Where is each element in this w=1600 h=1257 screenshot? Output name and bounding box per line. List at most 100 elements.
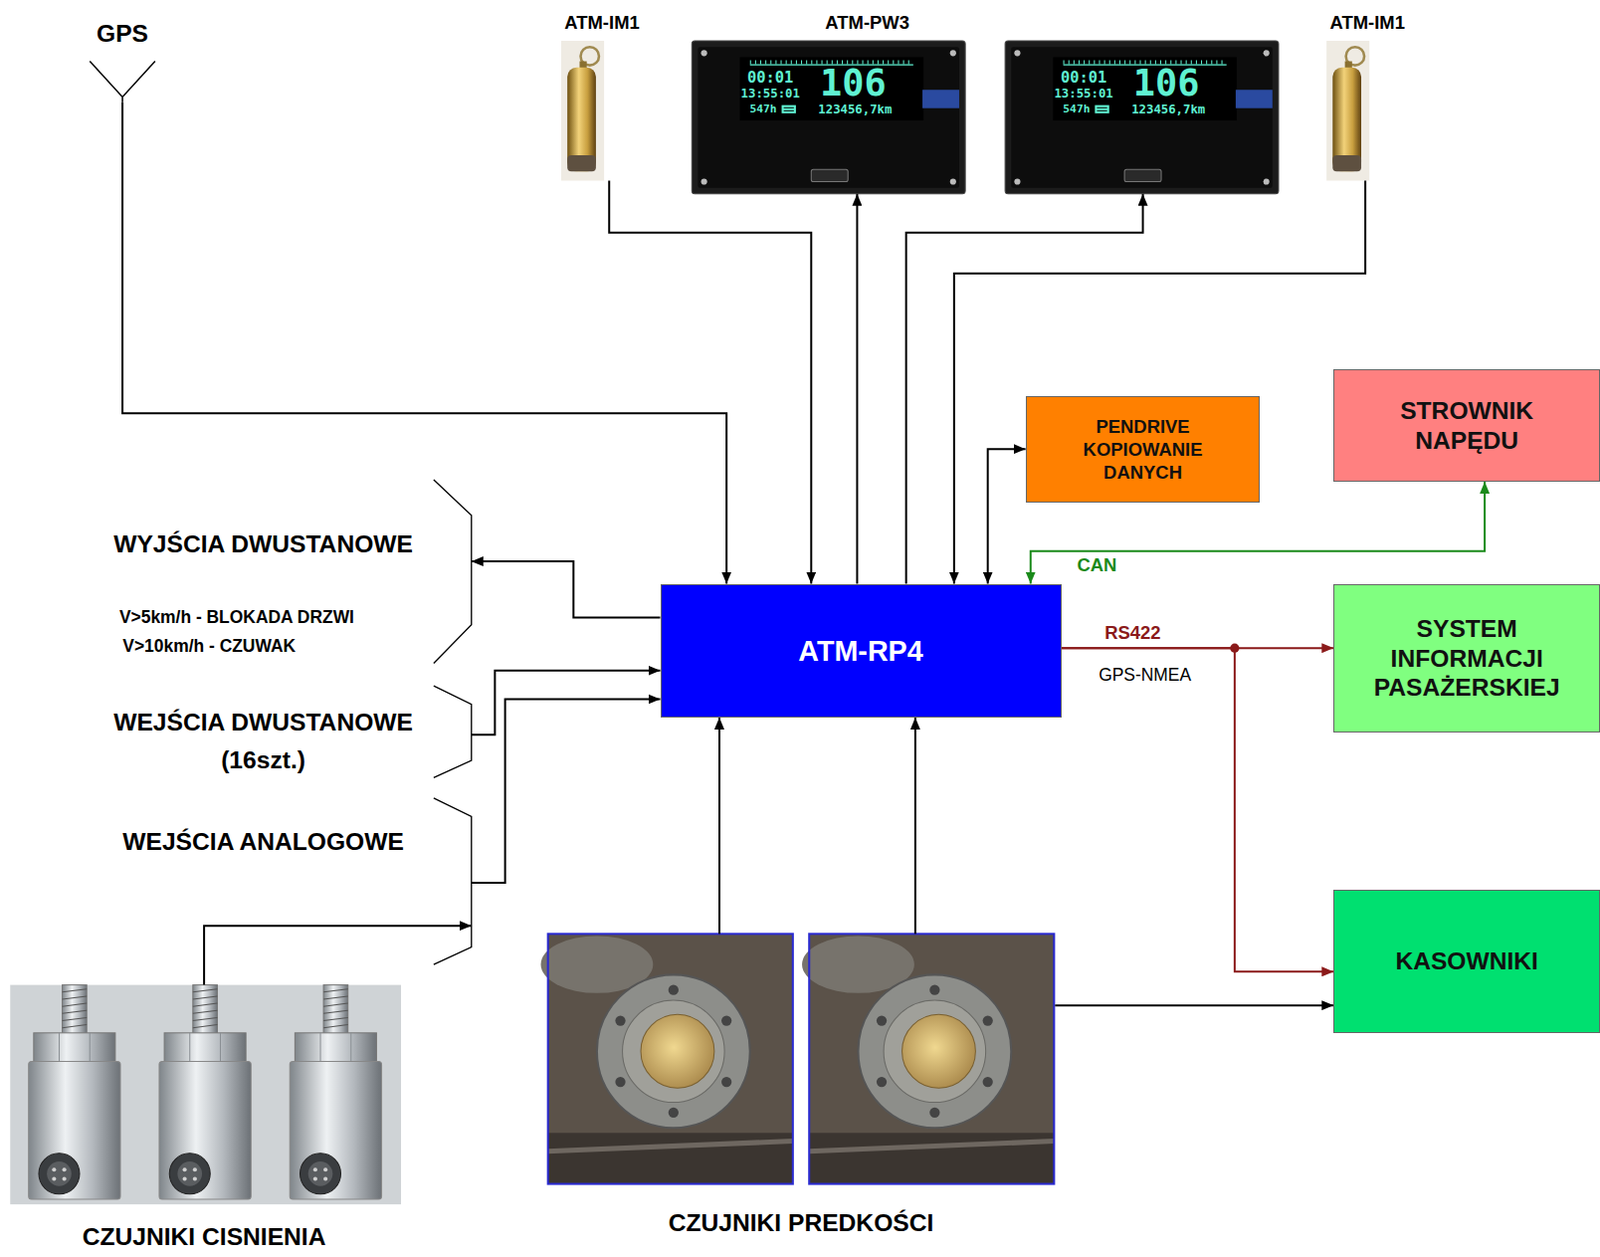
display-panel-art [784, 107, 795, 111]
node-label: STROWNIK NAPĘDU [1380, 396, 1554, 455]
speed-sensor-photo [668, 985, 679, 996]
key-reader: ATM-IM1 [551, 7, 618, 181]
speed-sensor-photo [614, 1014, 625, 1025]
node-label: ATM-IM1 [1329, 11, 1404, 33]
display-panel-art [782, 105, 797, 114]
node-label: GPS [96, 19, 149, 48]
speed-sensor-photo [614, 1076, 625, 1087]
speed-sensor-photo [801, 933, 1054, 1184]
display-panel-art [697, 46, 960, 189]
node-label: WEJŚCIA ANALOGOWE [122, 827, 404, 856]
speed-sensor-photo [721, 1014, 732, 1025]
pressure-sensor-photo [9, 985, 401, 1204]
node-label: 106 [1133, 65, 1200, 103]
connector [471, 561, 661, 617]
pressure-sensor-photo [159, 985, 251, 1200]
signal-bracket [433, 479, 472, 664]
note-label: GPS-NMEA [1098, 665, 1192, 685]
illustration-layer [1004, 40, 1279, 195]
node-label: SYSTEM INFORMACJI PASAŻERSKIEJ [1362, 613, 1572, 703]
connector [988, 448, 1026, 584]
connector [471, 698, 661, 883]
display-panel: ATM-PW300:0113:55:01547h106123456,7km [691, 7, 966, 195]
pressure-sensor-photo [28, 1061, 121, 1200]
connector [122, 102, 727, 585]
node-label: ATM-RP4 [798, 633, 923, 668]
node-label: CZUJNIKI PREDKOŚCI [668, 1207, 935, 1236]
pressure-sensor-photo [58, 1032, 90, 1062]
display-panel-art [922, 89, 960, 108]
display-panel-art [701, 178, 708, 185]
node-label: CZUJNIKI CISNIENIA [82, 1222, 327, 1251]
pressure-sensor-photo [51, 1167, 56, 1172]
speed-sensor-photo [668, 1107, 679, 1118]
node-label: 547h [1062, 103, 1090, 115]
process-box: ATM-RP4 [660, 584, 1062, 718]
connector [1061, 647, 1335, 972]
signal-group: WEJŚCIA DWUSTANOWE (16szt.) [81, 681, 472, 783]
node-label: V>5km/h - BLOKADA DRZWI [119, 606, 355, 627]
node-label: V>10km/h - CZUWAK [122, 635, 296, 656]
speed-sensor-photo [548, 1132, 794, 1184]
node-label: WYJŚCIA DWUSTANOWE [113, 529, 413, 558]
antenna-symbol [89, 61, 156, 103]
process-box: STROWNIK NAPĘDU [1333, 369, 1600, 482]
connector [914, 717, 917, 934]
connector-label: CAN [1076, 555, 1117, 576]
pressure-sensor-photo [51, 1176, 56, 1181]
display-panel-art [691, 40, 966, 195]
sensor-group: CZUJNIKI PREDKOŚCI [548, 933, 1056, 1235]
node-label: 123456,7km [1131, 103, 1205, 116]
display-panel-art [750, 60, 914, 65]
display-panel-art [691, 40, 966, 195]
connector [608, 181, 811, 585]
speed-sensor-photo [548, 933, 794, 1184]
node-label: KASOWNIKI [1395, 946, 1539, 977]
speed-sensor-photo [597, 974, 751, 1128]
speed-sensor-photo [541, 933, 1055, 1184]
display-panel: 00:0113:55:01547h106123456,7km [1004, 7, 1279, 195]
pressure-sensor-photo [62, 989, 88, 1028]
key-reader: ATM-IM1 [1316, 7, 1384, 181]
signal-bracket [433, 798, 472, 965]
process-box: KASOWNIKI [1333, 889, 1600, 1033]
speed-sensor-photo [548, 1141, 794, 1152]
pressure-sensor-photo [9, 985, 401, 1204]
key-reader-photo [567, 67, 597, 173]
connector-label: RS422 [1104, 622, 1161, 643]
speed-sensor-photo [721, 1076, 732, 1087]
node-label: WEJŚCIA DWUSTANOWE (16szt.) [87, 702, 440, 779]
node-label: ATM-IM1 [564, 11, 639, 33]
speed-sensor-photo [622, 1000, 726, 1103]
pressure-sensor-photo [33, 1032, 116, 1062]
antenna-symbol [89, 61, 156, 103]
node-label: 00:01 [1060, 70, 1107, 86]
signal-bracket [433, 479, 472, 965]
key-reader-photo [561, 40, 604, 181]
display-panel-art [810, 169, 848, 182]
connector [1054, 1003, 1334, 1006]
connector [855, 194, 858, 585]
pressure-sensor-photo [289, 985, 382, 1200]
connector [718, 717, 721, 934]
pressure-sensor-photo [62, 1167, 67, 1172]
connector [471, 670, 661, 736]
key-reader-photo [561, 40, 604, 181]
node-label: 106 [819, 65, 887, 103]
node-label: 13:55:01 [741, 87, 800, 100]
pressure-sensor-photo [38, 1153, 80, 1195]
node-label: 123456,7km [817, 103, 892, 116]
display-panel-art [739, 56, 924, 121]
signal-bracket [433, 685, 472, 778]
illustration-layer [9, 40, 1370, 1204]
key-reader-photo [567, 155, 597, 172]
speed-sensor-photo [640, 1013, 715, 1088]
display-panel-art [701, 49, 708, 56]
speed-sensor-photo [541, 933, 794, 1184]
node-label: 00:01 [747, 70, 794, 86]
pressure-sensor-photo [62, 985, 88, 1034]
pressure-sensor-photo [62, 1176, 67, 1181]
